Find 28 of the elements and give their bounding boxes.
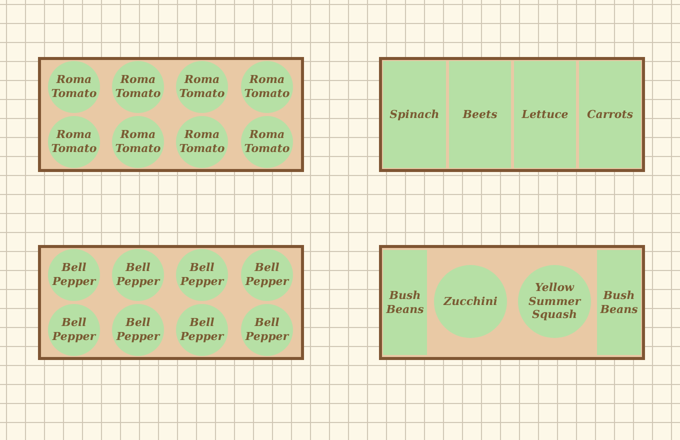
plant-row: Beets xyxy=(449,61,511,168)
plant-row: Bush Beans xyxy=(597,250,641,355)
raised-bed xyxy=(379,57,645,172)
plant-row: Spinach xyxy=(383,61,446,168)
plant-circle: Roma Tomato xyxy=(112,61,164,113)
plant-circle: Bell Pepper xyxy=(241,249,293,301)
plant-circle: Bell Pepper xyxy=(112,304,164,356)
plant-circle: Roma Tomato xyxy=(48,61,100,113)
plant-circle: Roma Tomato xyxy=(176,116,228,168)
plant-circle: Yellow Summer Squash xyxy=(518,265,591,338)
plant-row: Bush Beans xyxy=(383,250,427,355)
plant-circle: Bell Pepper xyxy=(241,304,293,356)
plant-circle: Bell Pepper xyxy=(176,304,228,356)
plant-circle: Zucchini xyxy=(434,265,507,338)
plant-circle: Roma Tomato xyxy=(48,116,100,168)
plant-circle: Bell Pepper xyxy=(48,304,100,356)
plant-circle: Roma Tomato xyxy=(176,61,228,113)
raised-bed xyxy=(379,245,645,360)
plant-circle: Bell Pepper xyxy=(48,249,100,301)
raised-bed xyxy=(38,57,304,172)
plant-circle: Roma Tomato xyxy=(112,116,164,168)
plant-circle: Bell Pepper xyxy=(176,249,228,301)
plant-row: Carrots xyxy=(579,61,641,168)
plant-circle: Bell Pepper xyxy=(112,249,164,301)
plant-row: Lettuce xyxy=(514,61,576,168)
plant-circle: Roma Tomato xyxy=(241,61,293,113)
plant-circle: Roma Tomato xyxy=(241,116,293,168)
raised-bed xyxy=(38,245,304,360)
